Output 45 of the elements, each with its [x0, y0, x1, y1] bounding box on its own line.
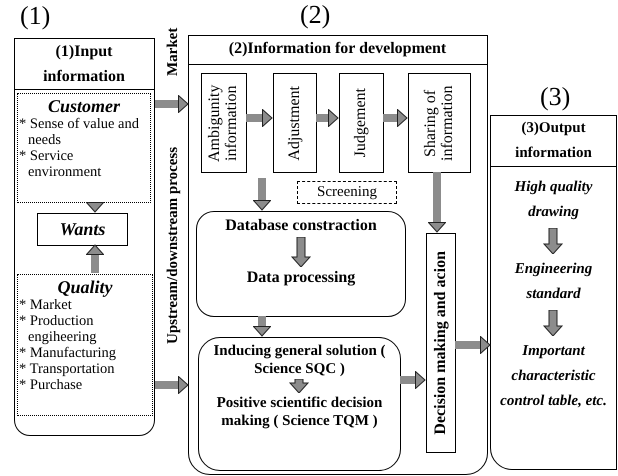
- step-label: Adjustment: [286, 86, 304, 160]
- list-item: * Market: [18, 297, 73, 313]
- process-box: [408, 73, 471, 173]
- list-item: * Transportation: [18, 361, 116, 377]
- panel-frame: [188, 35, 488, 475]
- process-box: [339, 73, 384, 173]
- step-label: Decision making and acion: [432, 251, 450, 435]
- panel-frame: [490, 115, 617, 470]
- dotted-group-box: [17, 93, 151, 203]
- list-item: * Purchase: [18, 377, 84, 393]
- edge-label: Upstream/downstream process: [165, 145, 182, 346]
- process-box: [426, 233, 456, 453]
- panel-number: (2): [300, 2, 330, 28]
- list-item: * Sense of value and needs: [18, 116, 140, 148]
- panel-header: (1)Input information: [14, 38, 154, 90]
- output-item: Important characteristic control table, etc.: [499, 342, 608, 411]
- list-item: * Production engiheering: [18, 313, 98, 345]
- rounded-process-box: [196, 211, 406, 317]
- step-label: Data processing: [246, 268, 356, 288]
- panel-frame: [14, 38, 155, 436]
- output-item: Engineering standard: [514, 260, 594, 304]
- list-item: * Service environment: [18, 148, 102, 180]
- process-box: [37, 213, 128, 246]
- group-heading: Quality: [56, 277, 114, 297]
- panel-number: (3): [540, 84, 570, 110]
- rounded-process-box: [198, 337, 401, 471]
- dotted-group-box: [17, 274, 153, 416]
- process-box: [273, 73, 317, 173]
- group-heading: Customer: [46, 96, 122, 116]
- edge-label: Market: [165, 26, 182, 78]
- list-item: * Manufacturing: [18, 345, 118, 361]
- panel-header: (2)Information for development: [188, 34, 488, 64]
- panel-number: (1): [20, 3, 50, 29]
- step-label: Judgement: [353, 88, 370, 158]
- step-label: Database constraction: [224, 216, 378, 236]
- step-label: Positive scientific decision making ( Science TQM ): [216, 394, 384, 430]
- box-label: Screening: [317, 184, 377, 201]
- step-label: Sharing of information: [422, 84, 456, 163]
- dashed-box: [297, 181, 397, 204]
- box-label: Wants: [60, 219, 106, 240]
- panel-header: (3)Output information: [491, 116, 616, 167]
- output-item: High quality drawing: [514, 178, 594, 222]
- process-box: [201, 73, 247, 173]
- step-label: Inducing general solution ( Science SQC ): [212, 342, 387, 378]
- step-label: Ambigunity information: [207, 83, 241, 164]
